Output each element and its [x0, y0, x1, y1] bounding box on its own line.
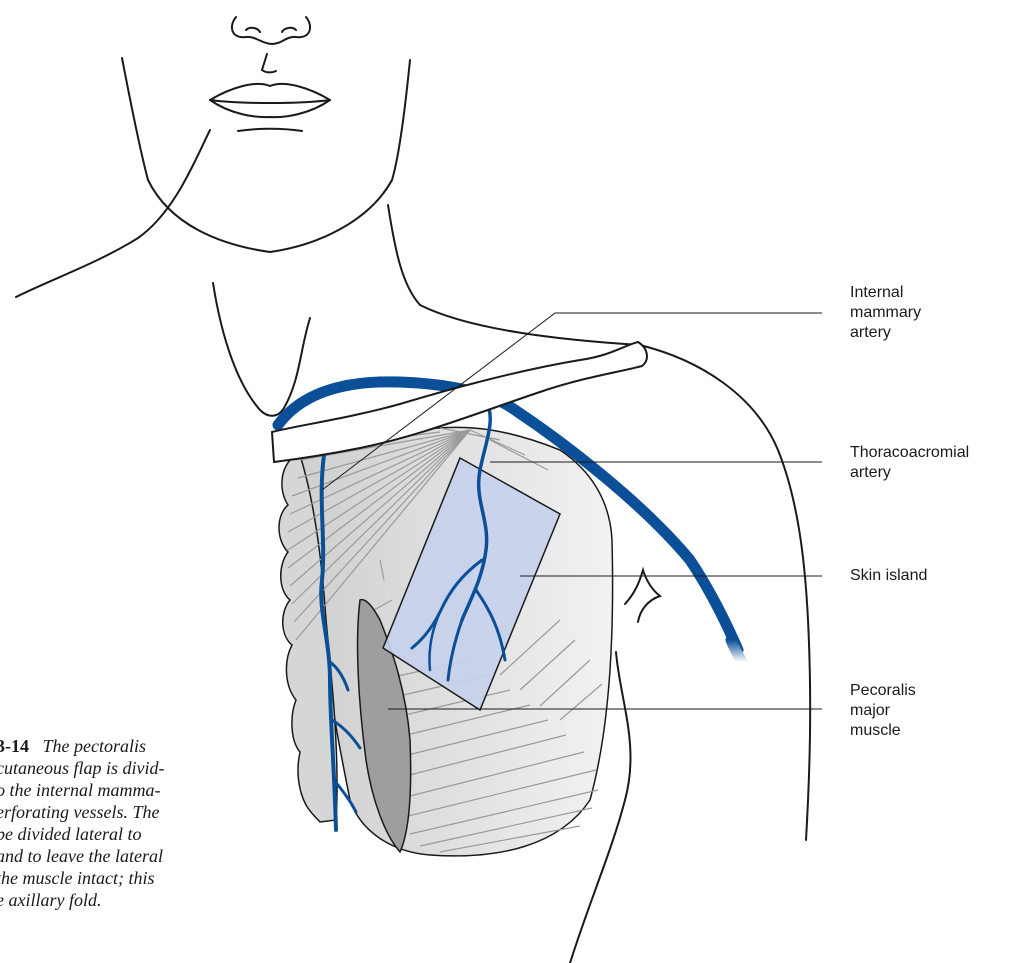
label-line: mammary	[850, 303, 921, 323]
label-line: major	[850, 701, 916, 721]
caption-line: and to leave the lateral	[0, 845, 234, 867]
lip-line	[210, 100, 330, 103]
neck-left	[213, 283, 310, 416]
label-skin-island: Skin island	[850, 566, 927, 586]
face-outline	[122, 17, 410, 252]
caption-line: the muscle intact; this	[0, 867, 234, 889]
axilla-crease	[625, 570, 660, 622]
label-line: Internal	[850, 283, 921, 303]
caption-line: 3-14 The pectoralis	[0, 735, 234, 757]
nostril-left	[246, 28, 260, 32]
label-line: Skin island	[850, 566, 927, 586]
label-internal-mammary-artery: Internal mammary artery	[850, 283, 921, 343]
label-line: artery	[850, 323, 921, 343]
caption-text: The pectoralis	[43, 736, 147, 756]
jaw-left	[122, 58, 410, 252]
label-line: artery	[850, 463, 969, 483]
neck-shoulder-left	[16, 130, 210, 297]
label-line: muscle	[850, 721, 916, 741]
caption-line: be divided lateral to	[0, 823, 234, 845]
philtrum	[262, 54, 276, 72]
caption-line: erforating vessels. The	[0, 801, 234, 823]
caption-line: cutaneous flap is divid-	[0, 757, 234, 779]
label-thoracoacromial-artery: Thoracoacromial artery	[850, 443, 969, 483]
label-pectoralis-major-muscle: Pecoralis major muscle	[850, 681, 916, 741]
neck-right	[388, 205, 640, 345]
figure-number: 3-14	[0, 736, 29, 756]
caption-line: o the internal mamma-	[0, 779, 234, 801]
shoulder-right	[640, 345, 810, 840]
figure-caption: 3-14 The pectoralis cutaneous flap is di…	[0, 735, 234, 911]
nose	[232, 17, 310, 44]
upper-lip	[210, 84, 330, 100]
caption-line: e axillary fold.	[0, 889, 234, 911]
nostril-right	[282, 28, 296, 32]
label-line: Pecoralis	[850, 681, 916, 701]
chin-crease	[238, 129, 302, 131]
label-line: Thoracoacromial	[850, 443, 969, 463]
